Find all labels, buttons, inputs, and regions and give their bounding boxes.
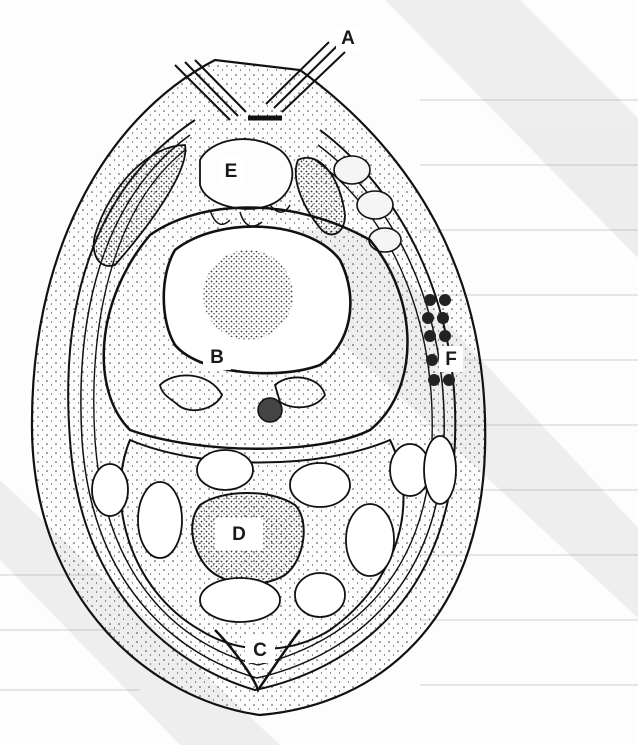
label-e: E bbox=[219, 158, 243, 184]
label-b: B bbox=[203, 344, 231, 370]
label-b-text: B bbox=[210, 347, 224, 368]
label-a: A bbox=[336, 26, 360, 50]
label-d: D bbox=[215, 518, 263, 550]
label-f-text: F bbox=[445, 349, 457, 370]
label-a-text: A bbox=[341, 28, 355, 49]
label-c-text: C bbox=[253, 640, 267, 661]
label-e-text: E bbox=[225, 161, 238, 182]
label-d-text: D bbox=[232, 524, 246, 545]
small-organelle bbox=[258, 398, 282, 422]
vesicle-region bbox=[200, 139, 292, 209]
label-f: F bbox=[439, 346, 463, 372]
nucleolus bbox=[203, 250, 293, 340]
label-c: C bbox=[245, 635, 275, 663]
